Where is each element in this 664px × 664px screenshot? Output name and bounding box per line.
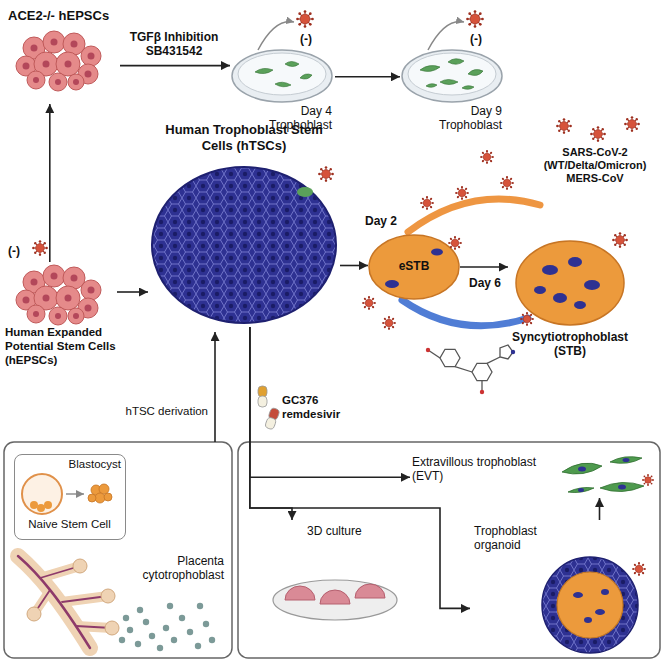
virus-icon [296,10,314,28]
virus-icon [32,240,48,256]
flow-arrow [335,76,400,78]
blastocyst-box: BlastocystNaive Stem Cell [14,454,126,540]
drug-capsule [258,386,267,407]
stem-cell-cluster [16,265,101,325]
virus-icon [455,186,469,200]
virus-icon [624,116,640,132]
organoid-drawing [542,557,638,653]
virus-icon [448,236,462,250]
flow-arrow [599,498,601,520]
bounce-arrow [428,22,464,50]
culture-plate: 3D culture [262,520,412,632]
virus-icon [382,316,396,330]
virus-icon [500,176,514,190]
virus-icon [612,232,628,248]
virus-icon [642,474,654,486]
annotation-label: hTSC derivation [112,405,208,419]
virus-icon [520,312,534,326]
node-text: ACE2-/- hEPSCs [8,8,120,24]
virus-icon [480,150,494,164]
culture-dish-drawing [232,50,332,102]
stem-cell-cluster [16,31,101,91]
virus-icon [556,118,572,134]
syncytium-cell: Syncytiotrophoblast (STB) [508,240,632,372]
culture-dish: Day 9 Trophoblast [400,38,505,135]
annotation-label: (-) [8,244,32,258]
differentiated-cells [297,187,313,197]
panel-frame [238,442,660,658]
cell-group: Extravillous trophoblast (EVT) [410,452,655,498]
edge-label: Day 2 [363,214,399,228]
annotation-label: (-) [470,32,494,46]
edge-label: TGFβ Inhibition SB431542 [120,30,228,59]
syncytium-drawing [516,241,624,325]
flow-arrow [117,291,148,293]
node-text: Trophoblast organoid [474,524,544,553]
virus-icon [362,296,376,310]
cell-cluster: ACE2-/- hEPSCs [8,8,120,104]
inhibition-arc [402,300,528,326]
virus-icon [466,10,484,28]
organoid: Trophoblast organoid [470,520,655,656]
bounce-arrow [258,22,294,50]
node-text: Extravillous trophoblast (EVT) [412,455,554,484]
node-text: Syncytiotrophoblast (STB) [508,330,632,359]
culture-dish-drawing [402,50,502,102]
virus-icon [420,196,434,210]
flow-arrow [250,327,292,520]
flow-arrow [340,265,368,267]
evt-cells [562,457,644,493]
syncytium-drawing [369,235,459,299]
node-text: Naive Stem Cell [15,518,124,532]
syncytium-cell: eSTB [368,234,460,300]
flow-arrow [120,65,230,67]
node-text: Placenta cytotrophoblast [124,554,224,583]
colony-drawing [152,167,336,323]
edge-label: Day 6 [467,276,503,290]
placenta-illustration: Placenta cytotrophoblast [12,548,226,656]
node-text: eSTB [368,259,460,273]
derivation-arrow [214,332,216,442]
cell-cluster: Human Expanded Potential Stem Cells (hEP… [5,262,117,382]
panel-frame [4,442,232,658]
drug-capsule [264,407,280,430]
annotation-label: GC376 remdesivir [282,394,352,422]
virus-icon [318,166,334,182]
stem-cell-colony: Human Trophoblast Stem Cells (hTSCs) [148,122,340,327]
blastocyst-drawing [22,474,112,514]
annotation-label: (-) [300,32,324,46]
flow-arrow [460,266,508,268]
node-text: Day 9 Trophoblast [430,104,502,133]
virus-icon [590,126,606,142]
culture-dish: Day 4 Trophoblast [230,38,335,135]
culture-plate-drawing [273,580,397,620]
flow-arrow [250,327,410,477]
annotation-label: SARS-CoV-2 (WT/Delta/Omicron) MERS-CoV [530,146,660,186]
node-text: Human Expanded Potential Stem Cells (hEP… [5,326,117,367]
molecule-drawing [426,345,515,394]
virus-icon [632,562,646,576]
node-text: Blastocyst [61,458,121,472]
node-text: Human Trophoblast Stem Cells (hTSCs) [148,122,340,153]
flow-arrow [49,104,51,262]
node-text: 3D culture [307,524,407,538]
